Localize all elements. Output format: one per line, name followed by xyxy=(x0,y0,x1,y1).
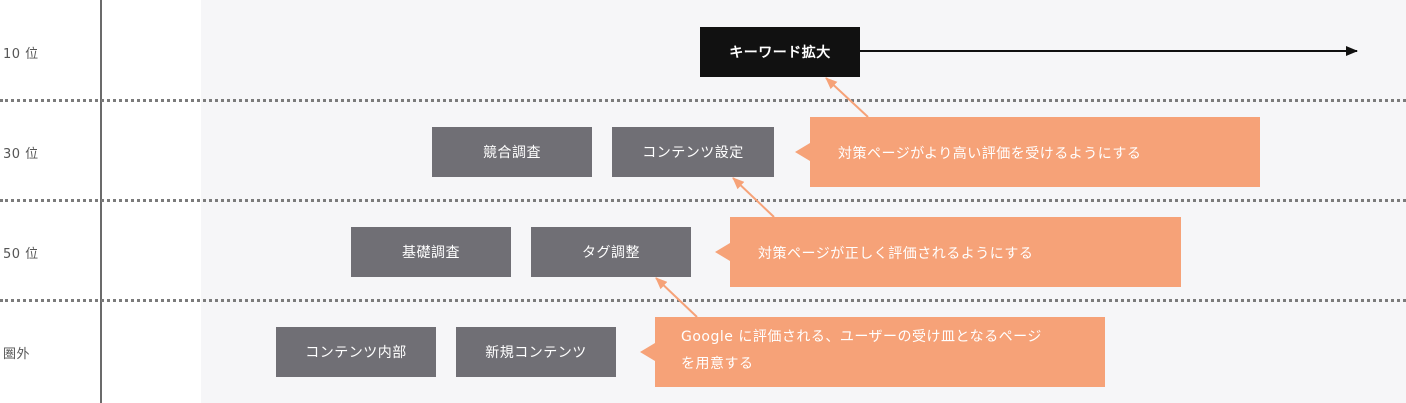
callout-high-rating: 対策ページがより高い評価を受けるようにする xyxy=(810,117,1260,187)
content-internal-box: コンテンツ内部 xyxy=(276,327,436,377)
callout-landing-line1: Google に評価される、ユーザーの受け皿となるページ xyxy=(681,329,1042,345)
callout-correct-rating-text: 対策ページが正しく評価されるようにする xyxy=(758,246,1034,262)
callout-correct-rating: 対策ページが正しく評価されるようにする xyxy=(730,217,1181,287)
rank-label-out: 圏外 xyxy=(3,347,31,362)
competitor-research-box: 競合調査 xyxy=(432,127,592,177)
callout-landing-line2: を用意する xyxy=(681,356,754,372)
rank-divider-50-out xyxy=(0,299,1406,302)
tag-adjustment-box: タグ調整 xyxy=(531,227,691,277)
rank-label-30: 30 位 xyxy=(3,147,39,162)
orange-arrow-to-keyword xyxy=(825,77,869,118)
orange-arrow-to-tag-adjustment xyxy=(655,277,698,318)
content-settings-box: コンテンツ設定 xyxy=(612,127,774,177)
rank-divider-10-30 xyxy=(0,99,1406,102)
rank-label-50: 50 位 xyxy=(3,247,39,262)
new-content-box: 新規コンテンツ xyxy=(456,327,616,377)
callout-high-rating-text: 対策ページがより高い評価を受けるようにする xyxy=(838,146,1142,162)
callout-landing-page: Google に評価される、ユーザーの受け皿となるページ を用意する xyxy=(655,317,1105,387)
basic-research-box: 基礎調査 xyxy=(351,227,511,277)
orange-arrow-to-content-settings xyxy=(732,177,775,218)
keyword-expansion-box: キーワード拡大 xyxy=(700,27,860,77)
rank-label-10: 10 位 xyxy=(3,47,39,62)
rank-divider-30-50 xyxy=(0,199,1406,202)
